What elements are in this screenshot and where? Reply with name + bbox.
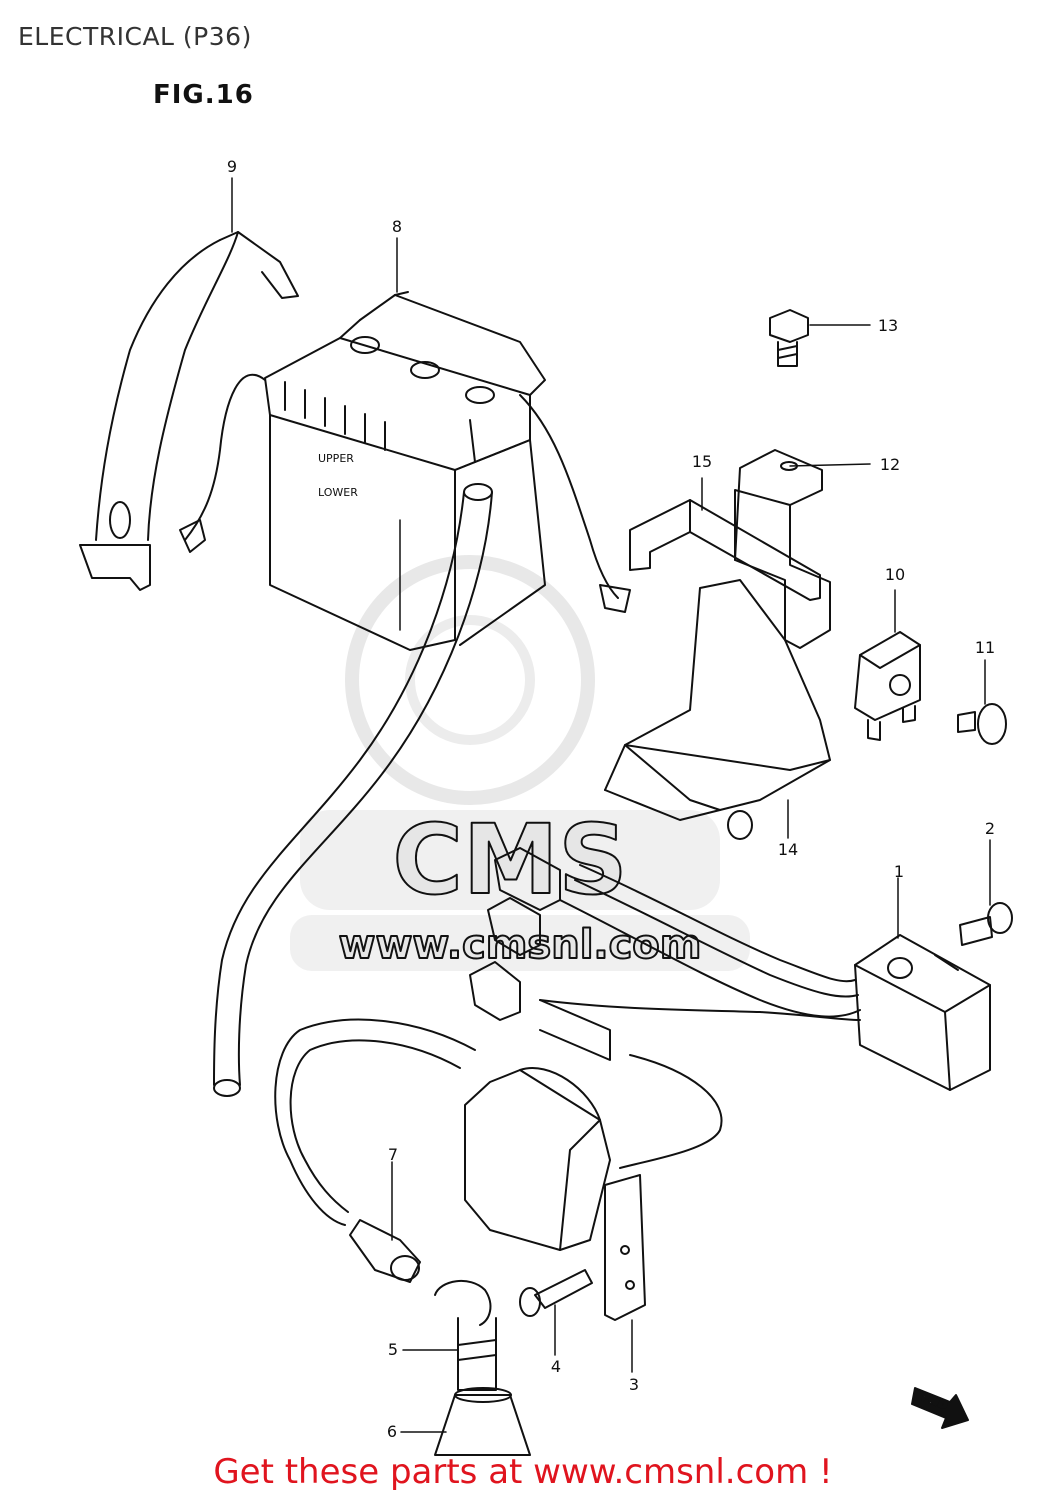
callout-15: 15 [692,452,712,471]
callout-5: 5 [388,1340,398,1359]
screw-4 [519,1269,593,1317]
bolt-13 [769,309,809,367]
callout-13: 13 [878,316,898,335]
page-title: ELECTRICAL (P36) [18,22,252,51]
cap-7 [349,1219,421,1283]
battery-mark-lower: LOWER [318,486,358,499]
callout-7: 7 [388,1145,398,1164]
watermark: CMS www.cmsnl.com [290,555,750,971]
battery-mark-upper: UPPER [318,452,354,465]
forward-indicator: FWD [911,1387,969,1429]
screw-2 [959,902,1013,946]
relay-10 [854,631,921,741]
parts-shop-link[interactable]: Get these parts at www.cmsnl.com ! [213,1452,833,1492]
callout-11: 11 [975,638,995,657]
tray-14 [604,579,831,840]
plug-cap-5 [434,1279,497,1391]
breather-tube [213,483,493,1097]
cdi-wiring [469,847,861,1169]
callout-6: 6 [387,1422,397,1441]
callout-4: 4 [551,1357,561,1376]
callout-3: 3 [629,1375,639,1394]
bracket-15 [629,499,821,601]
watermark-url: www.cmsnl.com [339,922,702,968]
callout-10: 10 [885,565,905,584]
ignition-coil [274,1018,646,1321]
battery-strap [79,231,299,591]
callout-12: 12 [880,455,900,474]
figure-label: FIG.16 [153,80,254,110]
callout-9: 9 [227,157,237,176]
callout-2: 2 [985,819,995,838]
bracket-12 [734,449,831,649]
callout-14: 14 [778,840,798,859]
screw-11 [957,703,1007,745]
watermark-brand: CMS [392,804,627,916]
callout-1: 1 [894,862,904,881]
cdi-unit [854,934,991,1091]
boot-6 [434,1387,531,1456]
battery: UPPER LOWER [179,291,631,651]
callout-labels: 1 2 3 4 5 6 7 8 9 10 11 12 13 14 15 [227,157,995,1441]
callout-8: 8 [392,217,402,236]
callout-leaders [231,177,991,1433]
